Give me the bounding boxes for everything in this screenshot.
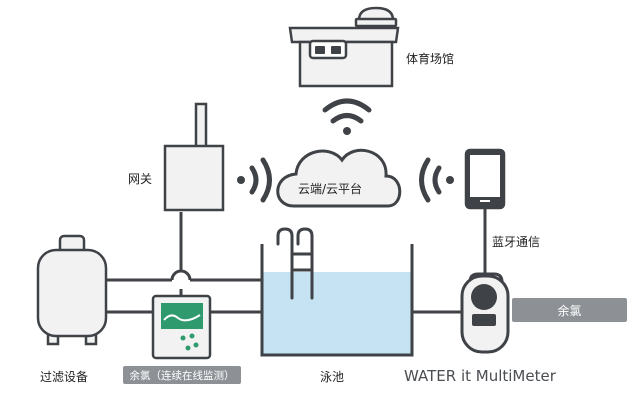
gateway-label: 网关 (128, 172, 153, 186)
bluetooth-label: 蓝牙通信 (492, 235, 541, 249)
multimeter-device-icon (460, 272, 510, 354)
residual-chlorine-badge: 余氯 (512, 298, 627, 322)
pool-label: 泳池 (320, 370, 345, 384)
online-monitor-icon (151, 294, 212, 360)
online-monitor-label: 余氯（连续在线监测） (123, 366, 241, 384)
cloud-label: 云端/云平台 (298, 182, 363, 196)
pool-water (263, 272, 411, 354)
pipe-crossover (170, 269, 192, 281)
filter-label: 过滤设备 (40, 370, 89, 384)
pipes (104, 207, 487, 314)
pool-ladder (276, 227, 314, 300)
stadium-label: 体育场馆 (406, 52, 455, 66)
pool-icon (260, 227, 414, 357)
wifi-icon-gateway (237, 157, 272, 203)
phone-icon (464, 148, 506, 210)
cloud-icon (276, 148, 402, 208)
wifi-icon-phone (419, 157, 454, 203)
pool-outline (260, 244, 414, 357)
gateway-icon (163, 102, 225, 212)
device-label: WATER it MultiMeter (404, 367, 556, 385)
stadium-icon (288, 6, 400, 88)
filter-tank-icon (36, 234, 108, 346)
wifi-icon-stadium (322, 98, 372, 135)
